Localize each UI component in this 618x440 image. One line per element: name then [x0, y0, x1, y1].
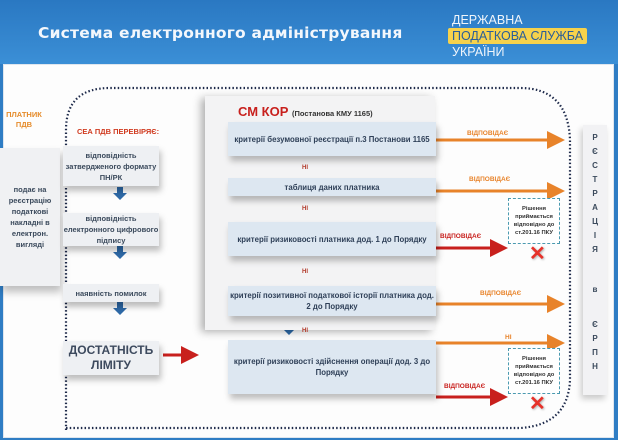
outcome-label: ВІДПОВІДАЄ [467, 130, 509, 137]
reject-x-icon: ✕ [529, 243, 546, 265]
page-title: Система електронного адміністрування [38, 24, 403, 42]
cm-title: СМ КОР (Постанова КМУ 1165) [238, 104, 373, 119]
reg-letter: Я [592, 245, 598, 254]
decision-box: Рішення приймається відповідно до ст.201… [508, 198, 560, 244]
reg-letter: Є [592, 320, 598, 329]
reg-letter: Н [592, 362, 598, 371]
outcome-label: НІ [505, 334, 512, 341]
cm-criterion: таблиця даних платника [228, 178, 436, 196]
reg-letter: А [592, 203, 598, 212]
reg-letter: Р [592, 334, 598, 343]
cm-criterion: критерії позитивної податкової історії п… [228, 286, 436, 316]
no-label: НІ [302, 269, 308, 275]
cm-criterion: критерії безумовної реєстрації п.3 Поста… [228, 122, 436, 156]
header: Система електронного адміністрування ДЕР… [0, 0, 618, 64]
reject-x-icon: ✕ [529, 393, 546, 415]
reg-letter: І [593, 231, 597, 240]
down-arrow-icon [113, 302, 127, 315]
brand-line-3: УКРАЇНИ [452, 45, 505, 59]
cm-title-text: СМ КОР [238, 104, 289, 119]
brand-line-2: ПОДАТКОВА СЛУЖБА [448, 28, 588, 44]
cm-subtitle: (Постанова КМУ 1165) [292, 109, 373, 118]
sea-boundary [64, 86, 572, 430]
outcome-label: ВІДПОВІДАЄ [444, 383, 486, 390]
no-label: НІ [302, 165, 308, 171]
decision-box: Рішення приймається відповідно до ст.201… [508, 348, 560, 394]
reg-letter: С [592, 161, 598, 170]
reg-letter: в [592, 285, 598, 294]
sea-arrows [113, 187, 127, 315]
brand-line-1: ДЕРЖАВНА [452, 13, 523, 27]
reg-letter: Ц [592, 217, 598, 226]
reg-letter: Р [592, 133, 598, 142]
down-arrow-icon [113, 187, 127, 200]
outcome-label: ВІДПОВІДАЄ [440, 233, 482, 240]
sea-step: відповідність затвердженого формату ПН/Р… [63, 146, 159, 186]
payer-box: подає на реєстрацію податкові накладні в… [0, 148, 60, 286]
payer-box-text: подає на реєстрацію податкові накладні в… [8, 185, 52, 249]
outcome-label: ВІДПОВІДАЄ [469, 176, 511, 183]
sea-label: СЕА ПДВ ПЕРЕВІРЯЄ: [77, 127, 160, 136]
sea-step: наявність помилок [63, 284, 159, 302]
reg-letter: П [592, 348, 598, 357]
sea-step: відповідність електронного цифрового під… [63, 213, 159, 246]
cm-criterion: критерії ризиковості здійснення операції… [228, 340, 436, 394]
sea-step-limit: ДОСТАТНІСТЬ ЛІМІТУ [63, 341, 159, 375]
cm-criterion: критерії ризиковості платника дод. 1 до … [228, 222, 436, 256]
registration-box: Р Є С Т Р А Ц І Я в Є Р П Н [583, 125, 607, 395]
payer-label: ПЛАТНИК ПДВ [6, 110, 42, 129]
reg-letter: Є [592, 147, 598, 156]
down-arrow-icon [113, 246, 127, 259]
no-label: НІ [302, 206, 308, 212]
reg-letter: Р [592, 189, 598, 198]
outcome-label: ВІДПОВІДАЄ [480, 290, 522, 297]
no-label: НІ [302, 328, 308, 334]
reg-letter: Т [592, 175, 598, 184]
brand-logo: ДЕРЖАВНА ПОДАТКОВА СЛУЖБА УКРАЇНИ [448, 12, 588, 60]
